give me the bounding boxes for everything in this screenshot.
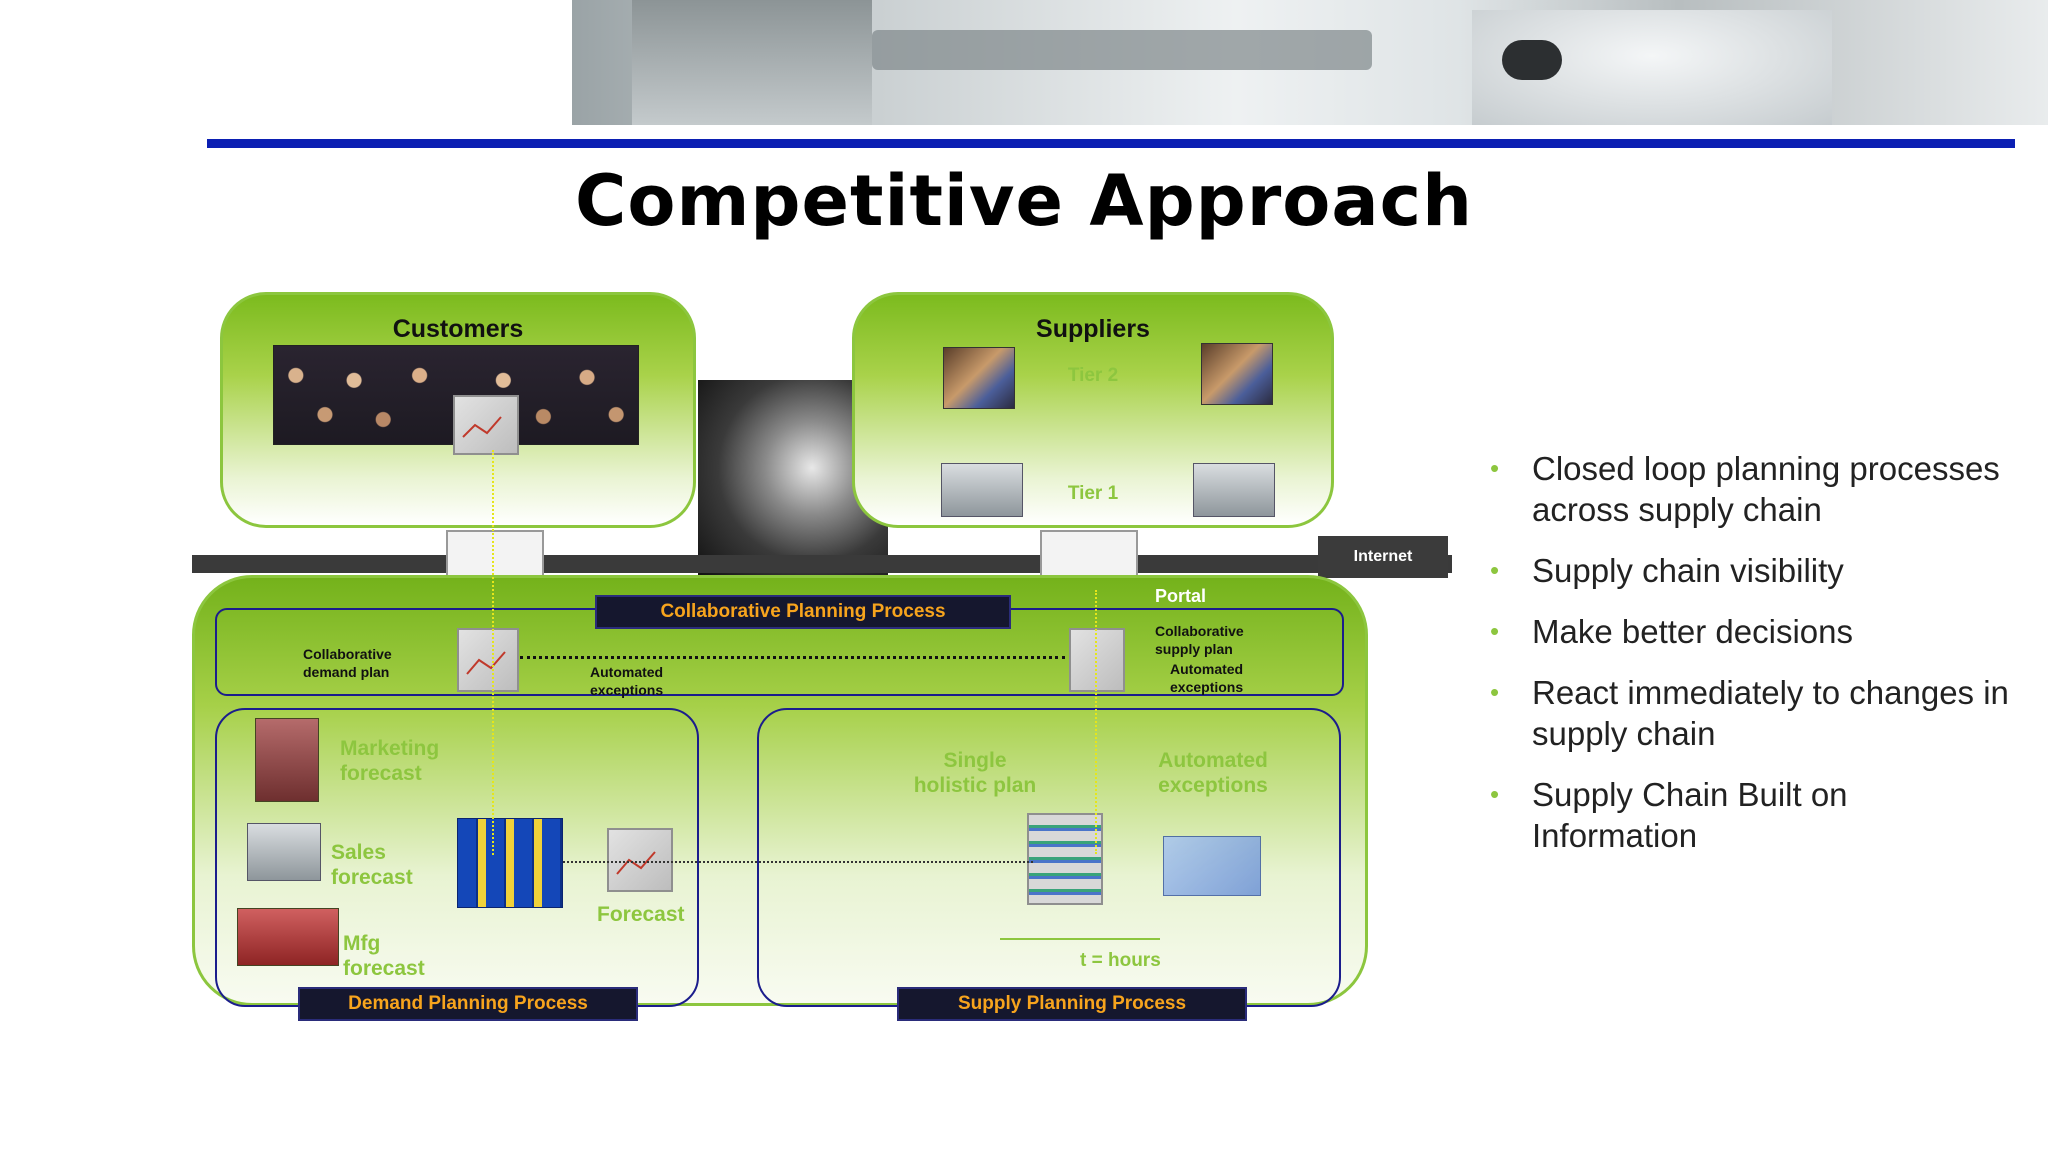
supply-planning-label: Supply Planning Process	[897, 987, 1247, 1021]
sales-warehouse-icon	[247, 823, 321, 881]
bullet-item: •Supply chain visibility	[1490, 552, 1844, 589]
marketing-building-icon	[255, 718, 319, 802]
line-chart-icon	[616, 851, 656, 875]
holistic-plan-chart	[1027, 813, 1103, 905]
collab-demand-chart	[457, 628, 519, 692]
line-chart-icon	[462, 416, 502, 438]
slide-title: Competitive Approach	[575, 160, 1473, 242]
suppliers-box: Suppliers Tier 2 Tier 1	[852, 292, 1334, 528]
bullet-item: •Closed loop planning processes across s…	[1490, 450, 2000, 528]
customer-chart-panel	[453, 395, 519, 455]
exceptions-right-label: Automated exceptions	[1170, 661, 1244, 695]
collab-supply-plan-label: Collaborative supply plan	[1155, 623, 1244, 657]
portal-label: Portal	[1155, 586, 1207, 606]
process-box: Portal Collaborative Planning Process Co…	[192, 575, 1368, 1021]
customers-box: Customers	[220, 292, 696, 528]
suppliers-title: Suppliers	[1036, 315, 1150, 343]
time-arrow	[1000, 938, 1160, 940]
single-holistic-plan-label: Single holistic plan	[913, 749, 1037, 797]
collab-demand-plan-label: Collaborative demand plan	[303, 646, 392, 680]
forecast-chart	[607, 828, 673, 892]
collab-link	[520, 656, 1065, 659]
header-banner-photo	[572, 0, 2048, 125]
flow-line	[563, 861, 1033, 863]
mfg-factory-icon	[237, 908, 339, 966]
customer-link	[492, 450, 494, 855]
automated-exceptions-label: Automated exceptions	[1158, 749, 1268, 797]
supplier-photo-left	[943, 347, 1015, 409]
line-chart-icon	[466, 651, 506, 675]
time-label: t = hours	[1080, 950, 1161, 971]
supplier-link	[1095, 590, 1097, 854]
tier2-label: Tier 2	[1067, 365, 1119, 386]
supplier-photo-right	[1201, 343, 1273, 405]
demand-planning-label: Demand Planning Process	[298, 987, 638, 1021]
internet-bar	[192, 555, 1452, 573]
bullet-item: •React immediately to changes in supply …	[1490, 674, 2009, 752]
sales-forecast-label: Sales forecast	[331, 841, 413, 889]
tier1-label: Tier 1	[1067, 483, 1119, 504]
collab-supply-chart	[1069, 628, 1125, 692]
exceptions-left-label: Automated exceptions	[590, 664, 664, 698]
collaborative-label: Collaborative Planning Process	[595, 595, 1011, 629]
bullet-list: •Closed loop planning processes across s…	[1490, 448, 2010, 876]
internet-label: Internet	[1318, 536, 1448, 578]
customers-title: Customers	[392, 315, 524, 343]
supply-chain-diagram: Internet Customers Suppliers Tier 2 Tier…	[190, 290, 1460, 1050]
marketing-forecast-label: Marketing forecast	[340, 737, 440, 785]
title-rule	[207, 139, 2015, 148]
bullet-item: •Supply Chain Built on Information	[1490, 776, 1848, 854]
bullet-item: •Make better decisions	[1490, 613, 1853, 650]
data-cube-icon	[457, 818, 563, 908]
factory-right-icon	[1193, 463, 1275, 517]
mfg-forecast-label: Mfg forecast	[343, 932, 425, 980]
factory-left-icon	[941, 463, 1023, 517]
forecast-label: Forecast	[597, 903, 685, 926]
exceptions-cards-icon	[1163, 836, 1261, 896]
